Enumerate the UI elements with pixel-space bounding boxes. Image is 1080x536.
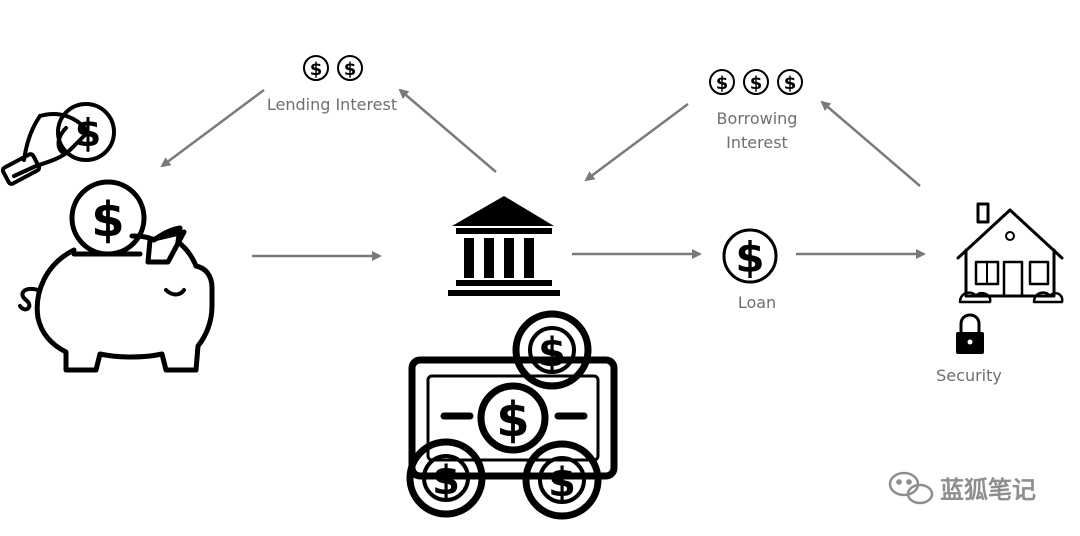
dollar-coin-icon: $ (303, 55, 329, 81)
dollar-coin-icon: $ (777, 69, 803, 95)
svg-text:$: $ (735, 233, 764, 282)
svg-text:$: $ (716, 73, 729, 94)
svg-text:$: $ (496, 392, 529, 448)
svg-text:$: $ (548, 460, 576, 506)
borrowing-interest-label-line2: Interest (726, 133, 788, 152)
arrow-lending-interest-to-piggy (160, 88, 265, 168)
loan-label: Loan (738, 293, 776, 312)
dollar-coin-icon: $ (743, 69, 769, 95)
svg-text:$: $ (432, 458, 460, 504)
arrow-bank-to-lending-interest (398, 88, 497, 173)
padlock-icon (956, 313, 984, 354)
svg-text:$: $ (310, 59, 323, 80)
svg-text:$: $ (344, 59, 357, 80)
lending-interest-label: Lending Interest (267, 95, 397, 114)
wechat-icon (888, 471, 934, 505)
security-label: Security (936, 366, 1002, 385)
dollar-coin-icon: $ (709, 69, 735, 95)
piggy-bank-icon: $ (18, 179, 215, 373)
svg-text:$: $ (91, 192, 124, 248)
arrow-borrowing-interest-to-bank (584, 102, 689, 182)
house-icon (956, 202, 1064, 304)
bank-building-icon (448, 196, 560, 296)
borrowing-interest-label-line1: Borrowing (717, 109, 798, 128)
dollar-coin-icon: $ (337, 55, 363, 81)
arrow-house-to-borrowing-interest (820, 100, 921, 187)
svg-text:$: $ (750, 73, 763, 94)
borrowing-interest-coins: $ $ $ (709, 69, 803, 95)
lending-interest-coins: $ $ (303, 55, 363, 81)
svg-text:$: $ (784, 73, 797, 94)
hand-coin-icon: $ (0, 102, 116, 186)
loan-coin-icon: $ (722, 228, 778, 284)
watermark-text: 蓝狐笔记 (940, 476, 1036, 504)
svg-text:$: $ (538, 330, 566, 376)
watermark: 蓝狐笔记 (888, 471, 1036, 505)
arrows (160, 88, 926, 261)
banknote-coins-icon: $ $ $ $ (406, 310, 618, 520)
